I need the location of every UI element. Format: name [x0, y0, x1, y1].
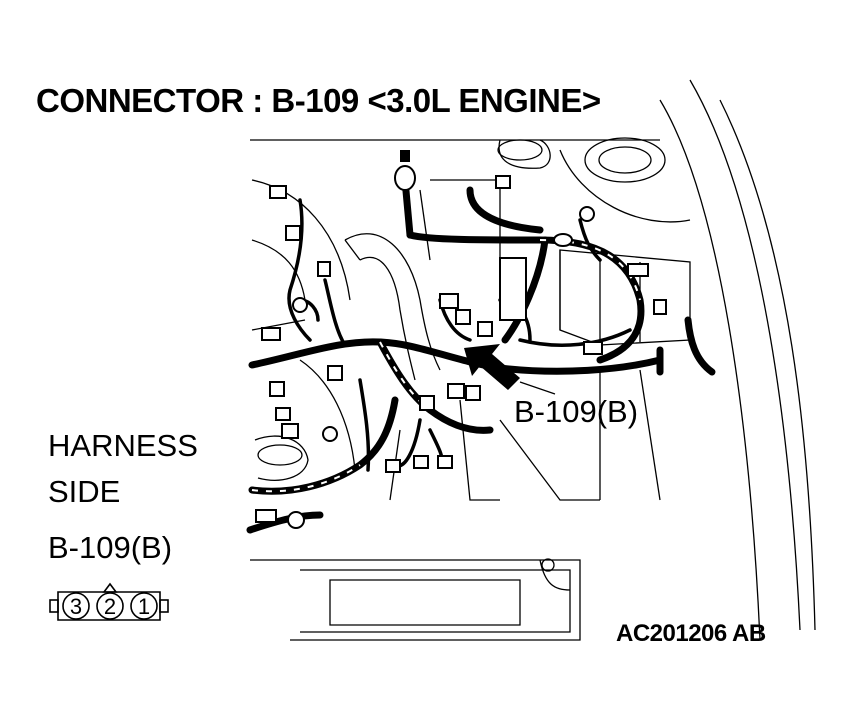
connector-pin-diagram: 3 2 1 — [49, 582, 169, 621]
figure-id: AC201206 AB — [616, 620, 766, 647]
harness-connector-id: B-109(B) — [48, 530, 173, 565]
connector-pin-3: 3 — [62, 592, 90, 620]
svg-text:2: 2 — [104, 594, 116, 619]
svg-text:1: 1 — [138, 594, 150, 619]
svg-text:3: 3 — [70, 594, 82, 619]
harness-side-label-line1: HARNESS — [48, 428, 198, 463]
diagram-title: CONNECTOR : B-109 <3.0L ENGINE> — [36, 82, 601, 119]
connector-pin-2: 2 — [96, 592, 124, 620]
harness-side-label-line2: SIDE — [48, 474, 121, 509]
connector-callout-label: B-109(B) — [514, 394, 639, 429]
connector-pin-1: 1 — [130, 592, 158, 620]
